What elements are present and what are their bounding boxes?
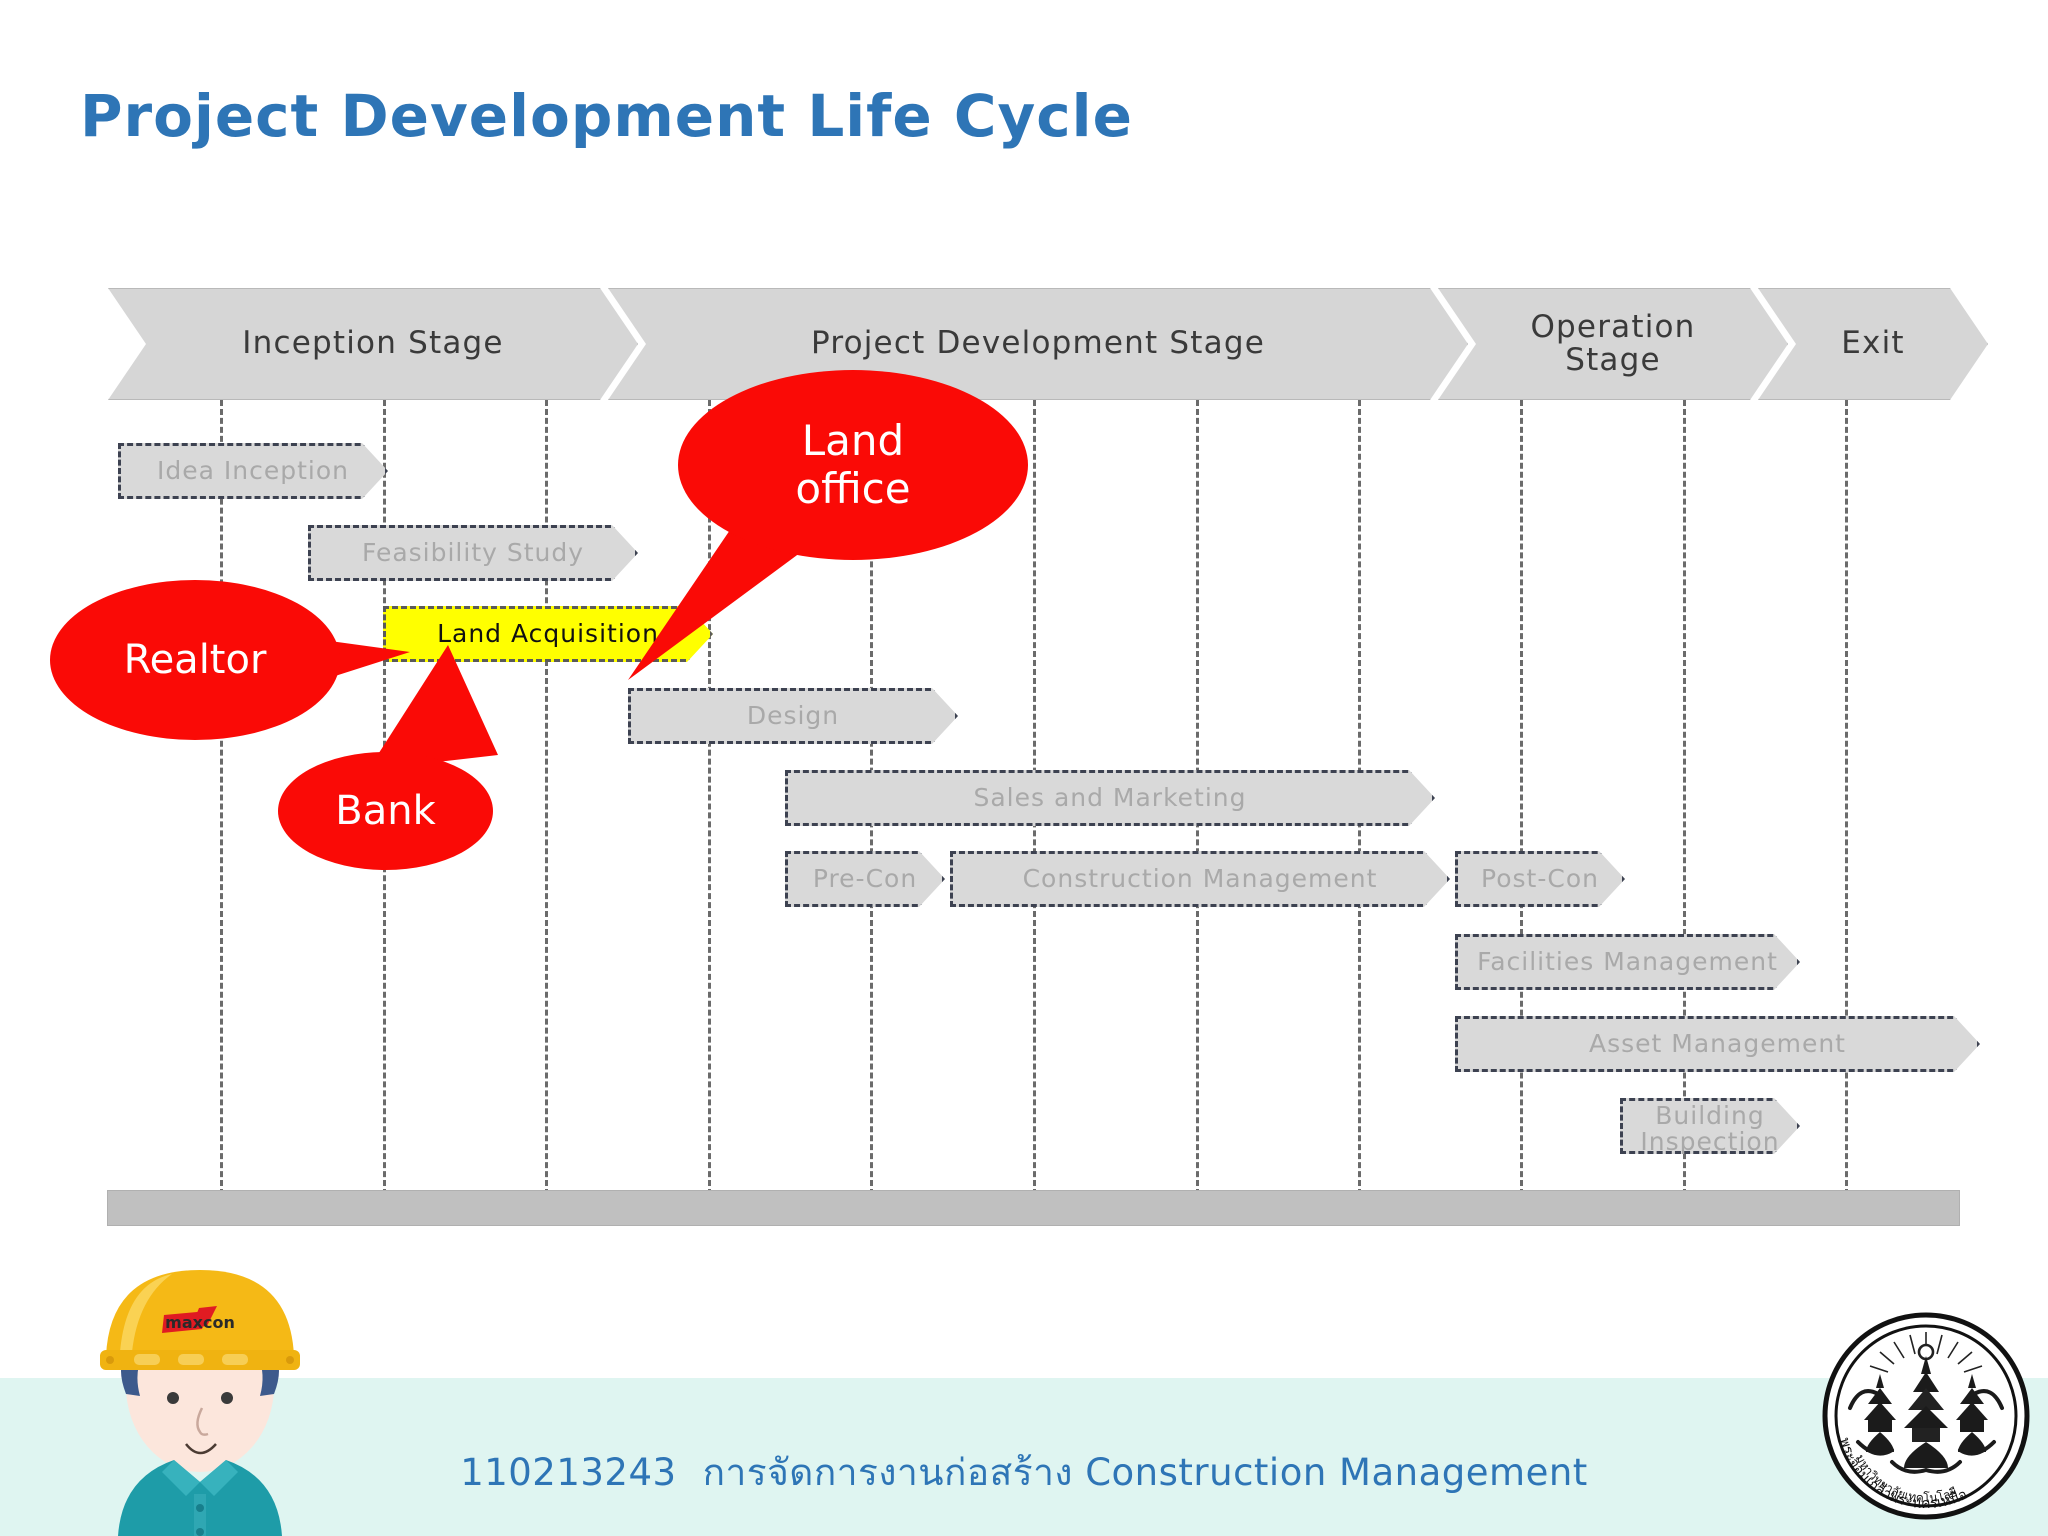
course-code: 110213243 (460, 1451, 677, 1494)
callout-realtor[interactable]: Realtor (50, 580, 410, 740)
stage-label: Project Development Stage (810, 325, 1266, 362)
callout-label-line1: Land (801, 415, 905, 465)
stage-chevron-inception[interactable]: Inception Stage (108, 288, 638, 400)
stage-label: Exit (1841, 325, 1905, 362)
footer-course-line: 110213243 การจัดการงานก่อสร้าง Constructi… (0, 1443, 2048, 1502)
task-bar-design[interactable]: Design (628, 688, 958, 744)
stage-chevron-operation[interactable]: Operation Stage (1438, 288, 1788, 400)
task-bar-pre-con[interactable]: Pre-Con (785, 851, 945, 907)
task-label: Design (746, 700, 840, 730)
page-title: Project Development Life Cycle (80, 82, 1133, 150)
gridline (708, 400, 711, 1195)
task-label: Land Acquisition (437, 618, 659, 648)
task-label: Post-Con (1481, 863, 1599, 893)
task-label: Construction Management (1022, 863, 1378, 893)
callout-bubble: Realtor (50, 580, 340, 740)
task-bar-feasibility-study[interactable]: Feasibility Study (308, 525, 638, 581)
callout-bubble: Bank (278, 752, 493, 870)
callout-label-line2: office (795, 464, 911, 513)
task-label: Pre-Con (812, 863, 918, 893)
footer-band (0, 1378, 2048, 1536)
timeline-baseline (107, 1190, 1960, 1226)
stage-chevron-exit[interactable]: Exit (1758, 288, 1988, 400)
task-label: Feasibility Study (361, 537, 585, 567)
gridline (1845, 400, 1848, 1195)
svg-text:maxcon: maxcon (165, 1313, 235, 1332)
callout-land-office[interactable]: Land office (628, 370, 1028, 680)
task-label: Facilities Management (1477, 946, 1778, 976)
stage-label: Operation Stage (1530, 308, 1696, 378)
gridline (545, 400, 548, 1195)
task-bar-construction-management[interactable]: Construction Management (950, 851, 1450, 907)
task-bar-sales-and-marketing[interactable]: Sales and Marketing (785, 770, 1435, 826)
callout-label: Realtor (123, 637, 267, 683)
gridline (220, 400, 223, 1195)
callout-tail-icon (368, 645, 498, 770)
task-bar-post-con[interactable]: Post-Con (1455, 851, 1625, 907)
stage-chevron-project-development[interactable]: Project Development Stage (608, 288, 1468, 400)
task-label: Asset Management (1589, 1028, 1846, 1058)
university-seal: มหาวิทยาลัยเทคโนโลยี พระจอมเกล้าพระนครเห… (1822, 1312, 2030, 1520)
task-bar-building-inspection[interactable]: Building Inspection (1620, 1098, 1800, 1154)
stage-label: Inception Stage (242, 325, 504, 362)
task-label: Idea Inception (157, 455, 349, 485)
course-name-th: การจัดการงานก่อสร้าง (702, 1451, 1073, 1494)
task-bar-idea-inception[interactable]: Idea Inception (118, 443, 388, 499)
mascot-construction-worker: maxcon (60, 1258, 340, 1536)
gridline (1683, 400, 1686, 1195)
task-bar-asset-management[interactable]: Asset Management (1455, 1016, 1980, 1072)
callout-bubble: Land office (678, 370, 1028, 560)
callout-label: Bank (335, 788, 436, 834)
task-label-line1: Building (1655, 1101, 1765, 1130)
course-name-en: Construction Management (1085, 1451, 1588, 1494)
task-bar-facilities-management[interactable]: Facilities Management (1455, 934, 1800, 990)
callout-bank[interactable]: Bank (278, 645, 498, 870)
task-label: Sales and Marketing (973, 782, 1247, 812)
gridline (1520, 400, 1523, 1195)
task-label-line2: Inspection (1640, 1127, 1780, 1157)
stage-banner: Inception Stage Project Development Stag… (0, 288, 2048, 400)
